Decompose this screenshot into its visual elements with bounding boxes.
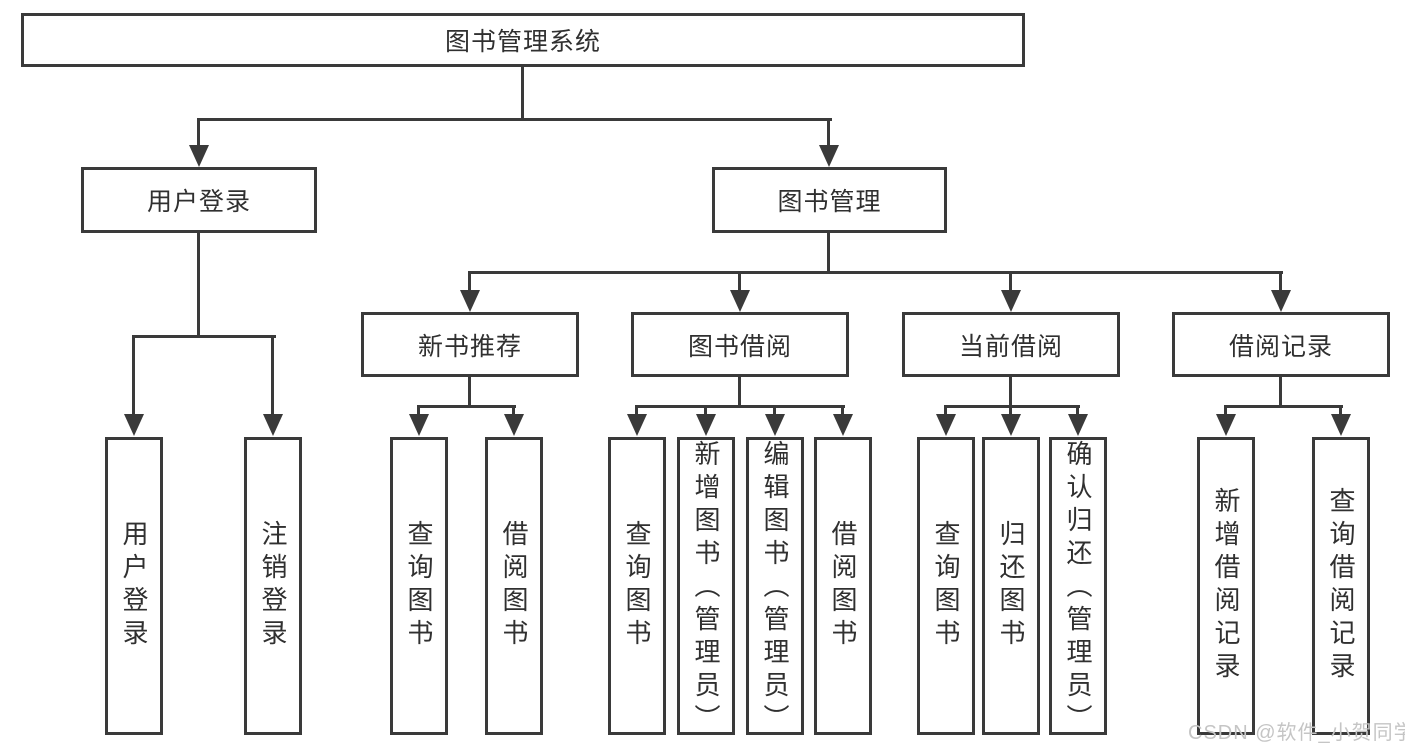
connector-line: [827, 233, 830, 273]
connector-line: [132, 335, 276, 338]
connector-line: [197, 233, 200, 337]
leaf-borrow-books-label: 借阅图书: [828, 520, 858, 652]
arrow-down-icon: [460, 290, 480, 312]
node-user-login-label: 用户登录: [146, 188, 251, 216]
connector-line: [417, 405, 420, 416]
arrow-down-icon: [1216, 414, 1236, 436]
connector-line: [738, 271, 741, 293]
connector-line: [1224, 405, 1227, 416]
connector-line: [1009, 405, 1012, 416]
leaf-query-books-borrow: 查询图书: [608, 437, 666, 735]
leaf-query-books-borrow-label: 查询图书: [622, 520, 652, 652]
leaf-query-books-current: 查询图书: [917, 437, 975, 735]
leaf-query-books-current-label: 查询图书: [931, 520, 961, 652]
connector-line: [1076, 405, 1079, 416]
arrow-down-icon: [819, 145, 839, 167]
arrow-down-icon: [504, 414, 524, 436]
leaf-user-login-label: 用户登录: [119, 520, 149, 652]
arrow-down-icon: [1331, 414, 1351, 436]
leaf-confirm-return-admin-label: 确认归还（管理员）: [1063, 440, 1093, 737]
leaf-query-borrow-record: 查询借阅记录: [1312, 437, 1370, 735]
arrow-down-icon: [1001, 414, 1021, 436]
arrow-down-icon: [696, 414, 716, 436]
leaf-edit-books-admin: 编辑图书（管理员）: [746, 437, 804, 737]
arrow-down-icon: [627, 414, 647, 436]
node-current-borrow: 当前借阅: [902, 312, 1120, 377]
leaf-logout: 注销登录: [244, 437, 302, 735]
arrow-down-icon: [1068, 414, 1088, 436]
connector-line: [1279, 271, 1282, 293]
connector-line: [635, 405, 638, 416]
node-book-management-label: 图书管理: [777, 188, 882, 216]
arrow-down-icon: [124, 414, 144, 436]
leaf-query-books-recommend: 查询图书: [390, 437, 448, 735]
connector-line: [944, 405, 1080, 408]
arrow-down-icon: [765, 414, 785, 436]
connector-line: [635, 405, 845, 408]
connector-line: [827, 118, 830, 148]
node-book-borrow: 图书借阅: [631, 312, 849, 377]
connector-line: [1009, 271, 1012, 293]
connector-line: [944, 405, 947, 416]
arrow-down-icon: [936, 414, 956, 436]
leaf-add-borrow-record-label: 新增借阅记录: [1211, 487, 1241, 685]
leaf-add-books-admin-label: 新增图书（管理员）: [691, 440, 721, 737]
node-new-book-recommend-label: 新书推荐: [417, 332, 522, 361]
connector-line: [271, 335, 274, 416]
node-borrow-records: 借阅记录: [1172, 312, 1390, 377]
leaf-query-books-recommend-label: 查询图书: [404, 520, 434, 652]
arrow-down-icon: [1001, 290, 1021, 312]
connector-line: [521, 67, 524, 120]
arrow-down-icon: [833, 414, 853, 436]
leaf-logout-label: 注销登录: [258, 520, 288, 652]
connector-line: [704, 405, 707, 416]
connector-line: [417, 405, 516, 408]
connector-line: [1339, 405, 1342, 416]
connector-line: [468, 271, 1283, 274]
connector-line: [468, 271, 471, 293]
node-borrow-records-label: 借阅记录: [1228, 332, 1333, 361]
arrow-down-icon: [263, 414, 283, 436]
arrow-down-icon: [1271, 290, 1291, 312]
node-current-borrow-label: 当前借阅: [958, 332, 1063, 361]
connector-line: [132, 335, 135, 416]
connector-line: [841, 405, 844, 416]
leaf-edit-books-admin-label: 编辑图书（管理员）: [760, 440, 790, 737]
connector-line: [738, 377, 741, 407]
connector-line: [1009, 377, 1012, 407]
node-root-label: 图书管理系统: [444, 28, 601, 56]
node-user-login: 用户登录: [81, 167, 317, 233]
leaf-borrow-books-recommend-label: 借阅图书: [499, 520, 529, 652]
leaf-add-books-admin: 新增图书（管理员）: [677, 437, 735, 737]
arrow-down-icon: [409, 414, 429, 436]
connector-line: [197, 118, 200, 148]
leaf-confirm-return-admin: 确认归还（管理员）: [1049, 437, 1107, 737]
leaf-add-borrow-record: 新增借阅记录: [1197, 437, 1255, 735]
watermark: CSDN @软件_小贺同学: [1188, 722, 1405, 744]
connector-line: [773, 405, 776, 416]
connector-line: [512, 405, 515, 416]
node-new-book-recommend: 新书推荐: [361, 312, 579, 377]
arrow-down-icon: [730, 290, 750, 312]
connector-line: [468, 377, 471, 407]
leaf-return-books: 归还图书: [982, 437, 1040, 735]
leaf-borrow-books-recommend: 借阅图书: [485, 437, 543, 735]
arrow-down-icon: [189, 145, 209, 167]
leaf-query-borrow-record-label: 查询借阅记录: [1326, 487, 1356, 685]
node-book-borrow-label: 图书借阅: [687, 332, 792, 361]
node-root: 图书管理系统: [21, 13, 1025, 67]
connector-line: [1279, 377, 1282, 407]
leaf-user-login: 用户登录: [105, 437, 163, 735]
connector-line: [1224, 405, 1343, 408]
connector-line: [197, 118, 832, 121]
leaf-return-books-label: 归还图书: [996, 520, 1026, 652]
node-book-management: 图书管理: [712, 167, 947, 233]
leaf-borrow-books: 借阅图书: [814, 437, 872, 735]
